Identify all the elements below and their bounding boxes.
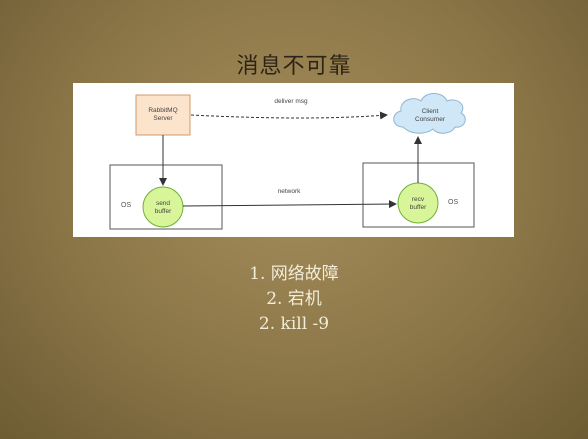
list-item: 1. 网络故障 xyxy=(249,264,339,284)
diagram-panel: OS OS RabbitMQ Server Client Consumer se… xyxy=(73,83,514,237)
edge-network xyxy=(182,200,397,209)
recv-buffer-label-1: recv xyxy=(412,196,425,203)
recv-buffer-label-2: buffer xyxy=(410,204,427,211)
architecture-diagram: OS OS RabbitMQ Server Client Consumer se… xyxy=(109,93,475,230)
rabbitmq-server-label-2: Server xyxy=(153,115,173,122)
list-item: 2. 宕机 xyxy=(266,289,322,309)
client-consumer-label-2: Consumer xyxy=(415,116,446,123)
list-item: 2. kill -9 xyxy=(258,314,330,334)
cause-list: 1. 网络故障 2. 宕机 2. kill -9 xyxy=(0,262,588,337)
network-label: network xyxy=(278,188,302,195)
slide-title: 消息不可靠 xyxy=(236,54,352,79)
client-consumer-cloud xyxy=(393,93,466,134)
deliver-msg-label: deliver msg xyxy=(274,98,308,105)
recv-buffer-node xyxy=(397,182,439,224)
os-left-container xyxy=(109,164,223,230)
os-left-label: OS xyxy=(121,202,131,209)
send-buffer-node xyxy=(142,186,184,228)
client-consumer-label-1: Client xyxy=(422,108,439,115)
send-buffer-label-2: buffer xyxy=(155,208,172,215)
edge-deliver-msg xyxy=(190,111,388,120)
os-right-label: OS xyxy=(448,199,458,206)
rabbitmq-server-box xyxy=(135,94,191,136)
rabbitmq-server-label-1: RabbitMQ xyxy=(148,107,177,114)
send-buffer-label-1: send xyxy=(156,200,170,207)
